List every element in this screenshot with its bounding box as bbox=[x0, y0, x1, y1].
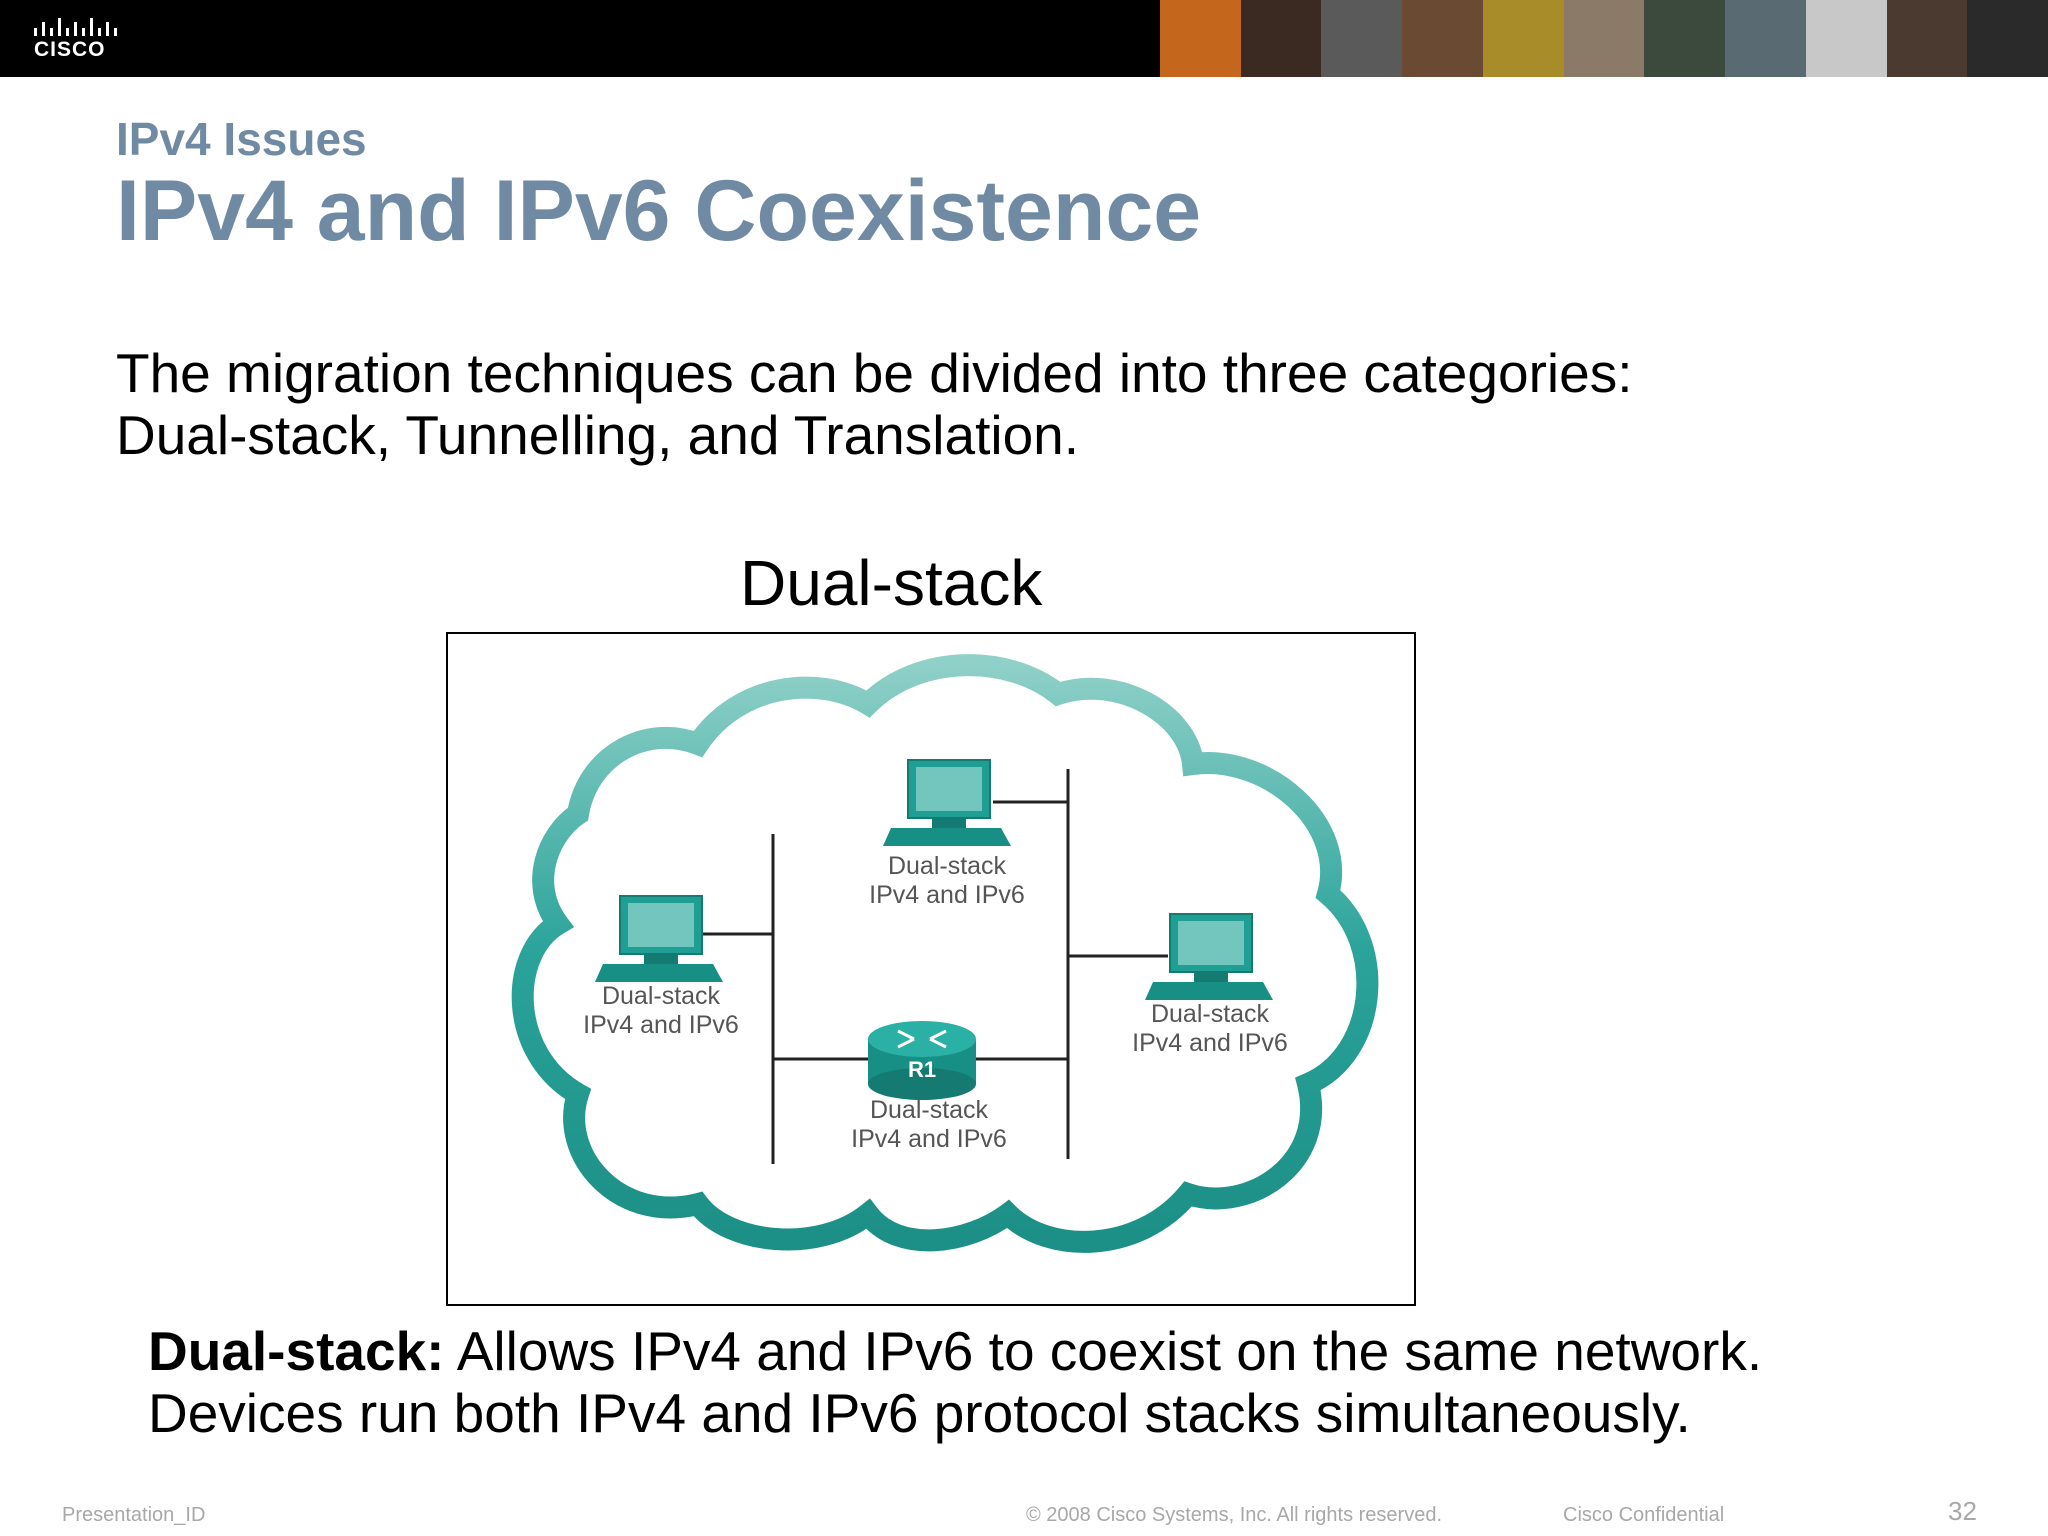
network-links bbox=[703, 769, 1168, 1164]
photo-tile bbox=[1402, 0, 1483, 77]
desc-term: Dual-stack: bbox=[148, 1320, 445, 1382]
photo-tile bbox=[1240, 0, 1322, 77]
node-label-line: Dual-stack bbox=[887, 852, 1007, 880]
logo-wordmark: CISCO bbox=[34, 38, 106, 61]
photo-tile bbox=[1563, 0, 1645, 77]
desc-line: Devices run both IPv4 and IPv6 protocol … bbox=[148, 1382, 1691, 1444]
footer-presentation-id: Presentation_ID bbox=[62, 1504, 206, 1526]
intro-text: The migration techniques can be divided … bbox=[116, 342, 1816, 466]
node-label-line: IPv4 and IPv6 bbox=[1132, 1029, 1288, 1057]
cloud-outline bbox=[511, 654, 1379, 1253]
photo-tile bbox=[1160, 0, 1241, 77]
node-label-right: Dual-stack IPv4 and IPv6 bbox=[1110, 1000, 1310, 1058]
node-label-line: Dual-stack bbox=[1150, 1000, 1270, 1028]
desc-line: Dual-stack: Allows IPv4 and IPv6 to coex… bbox=[148, 1320, 1948, 1382]
photo-tile bbox=[1725, 0, 1806, 77]
photo-tile bbox=[1805, 0, 1887, 77]
router-label: R1 bbox=[908, 1057, 936, 1082]
node-label-line: Dual-stack bbox=[869, 1096, 989, 1124]
node-label-top: Dual-stack IPv4 and IPv6 bbox=[847, 852, 1047, 910]
node-label-line: IPv4 and IPv6 bbox=[869, 881, 1025, 909]
photo-tile bbox=[1967, 0, 2048, 77]
cisco-logo-icon bbox=[34, 18, 117, 36]
network-diagram-svg: R1 bbox=[511, 654, 1379, 1253]
intro-line: Dual-stack, Tunnelling, and Translation. bbox=[116, 404, 1080, 466]
desc-text: Allows IPv4 and IPv6 to coexist on the s… bbox=[444, 1320, 1763, 1382]
node-label-line: IPv4 and IPv6 bbox=[851, 1125, 1007, 1153]
photo-tile bbox=[1321, 0, 1403, 77]
node-label-line: IPv4 and IPv6 bbox=[583, 1011, 739, 1039]
diagram-heading: Dual-stack bbox=[740, 547, 1043, 619]
dual-stack-diagram: R1 Dual-stack IPv4 and IPv6 Dual-stack I… bbox=[446, 632, 1416, 1306]
photo-tile bbox=[1886, 0, 1968, 77]
photo-tile bbox=[1644, 0, 1726, 77]
photo-tile bbox=[1482, 0, 1564, 77]
node-label-router: Dual-stack IPv4 and IPv6 bbox=[829, 1096, 1029, 1154]
dual-stack-description: Dual-stack: Allows IPv4 and IPv6 to coex… bbox=[148, 1320, 1948, 1444]
router-icon: R1 bbox=[868, 1021, 976, 1100]
computer-icon bbox=[883, 759, 1011, 846]
slide-subtitle: IPv4 Issues bbox=[116, 113, 367, 165]
photo-strip bbox=[1160, 0, 2048, 77]
node-label-left: Dual-stack IPv4 and IPv6 bbox=[561, 982, 761, 1040]
page-number: 32 bbox=[1948, 1496, 1977, 1526]
footer-copyright: © 2008 Cisco Systems, Inc. All rights re… bbox=[1026, 1504, 1443, 1526]
computer-icon bbox=[1145, 913, 1273, 1000]
top-banner: CISCO bbox=[0, 0, 2048, 77]
intro-line: The migration techniques can be divided … bbox=[116, 342, 1633, 404]
computer-icon bbox=[595, 895, 723, 982]
slide-title: IPv4 and IPv6 Coexistence bbox=[116, 163, 1202, 259]
footer-confidential: Cisco Confidential bbox=[1563, 1504, 1725, 1526]
node-label-line: Dual-stack bbox=[601, 982, 721, 1010]
